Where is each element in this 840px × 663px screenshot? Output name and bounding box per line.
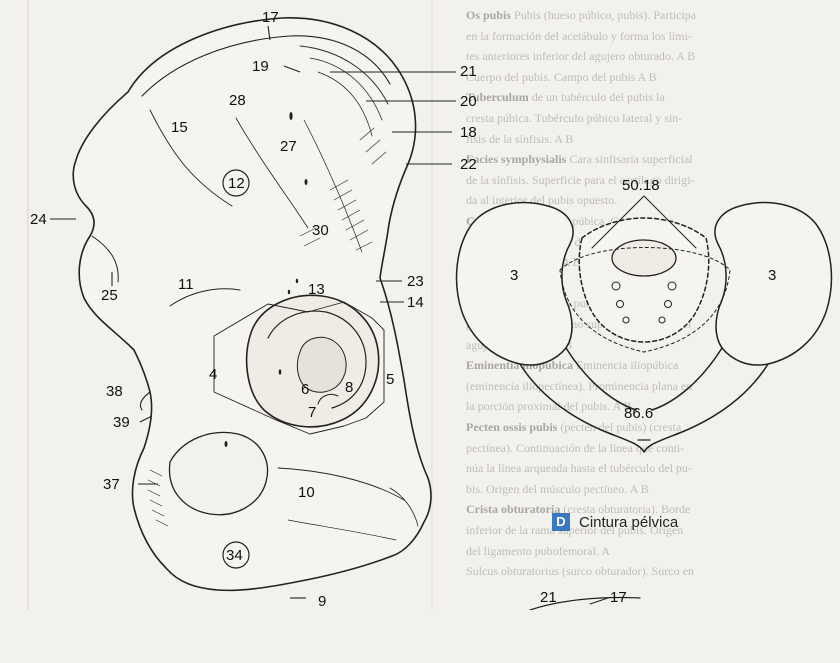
label-10: 10 <box>298 485 315 500</box>
label-25: 25 <box>101 288 118 303</box>
label-22: 22 <box>460 157 477 172</box>
pelvis-label-3-right: 3 <box>768 268 776 283</box>
label-20: 20 <box>460 94 477 109</box>
label-19: 19 <box>252 59 269 74</box>
atlas-page: 23Apertura pelvis inferior (abertura inf… <box>0 0 840 610</box>
label-14: 14 <box>407 295 424 310</box>
label-12: 12 <box>228 176 245 191</box>
label-7: 7 <box>308 405 316 420</box>
caption-text: Cintura pélvica <box>579 514 678 531</box>
label-27: 27 <box>280 139 297 154</box>
pelvis-label-50-18: 50.18 <box>622 178 660 193</box>
label-30: 30 <box>312 223 329 238</box>
label-15: 15 <box>171 120 188 135</box>
label-8: 8 <box>345 380 353 395</box>
pelvic-girdle-illustration <box>457 196 832 610</box>
label-17: 17 <box>262 10 279 25</box>
label-34: 34 <box>226 548 243 563</box>
label-9: 9 <box>318 594 326 609</box>
label-28: 28 <box>229 93 246 108</box>
pelvis-label-86-6: 86.6 <box>624 406 653 421</box>
label-39: 39 <box>113 415 130 430</box>
label-11: 11 <box>178 277 194 292</box>
label-21: 21 <box>460 64 477 79</box>
caption-letter-badge: D <box>552 513 570 531</box>
label-24: 24 <box>30 212 47 227</box>
figure-caption: D Cintura pélvica <box>552 513 678 531</box>
sacrum <box>579 218 709 342</box>
pelvis-label-17: 17 <box>610 590 627 605</box>
label-38: 38 <box>106 384 123 399</box>
hip-bone-outline <box>73 18 431 591</box>
hip-bone-illustration <box>73 18 431 591</box>
pelvis-label-3-left: 3 <box>510 268 518 283</box>
label-37: 37 <box>103 477 120 492</box>
label-4: 4 <box>209 367 217 382</box>
label-13: 13 <box>308 282 325 297</box>
label-18: 18 <box>460 125 477 140</box>
label-5: 5 <box>386 372 394 387</box>
label-6: 6 <box>301 382 309 397</box>
label-23: 23 <box>407 274 424 289</box>
obturator-foramen <box>169 432 267 514</box>
pelvis-label-21: 21 <box>540 590 557 605</box>
